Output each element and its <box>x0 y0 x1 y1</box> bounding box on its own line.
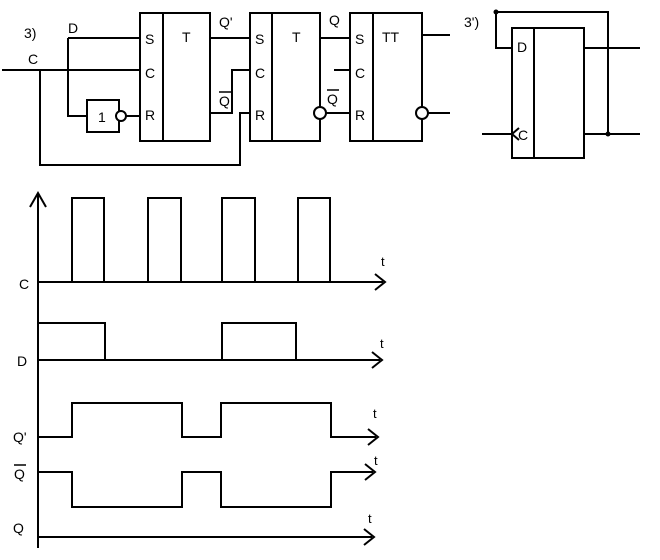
ff1-q-prime-label: Q' <box>219 14 233 30</box>
vertical-axis-arrow <box>29 190 47 208</box>
q-prime-waveform <box>38 402 376 438</box>
d-waveform <box>38 322 297 360</box>
signal-label-q-prime: Q' <box>13 429 27 445</box>
flip-flop-3 <box>349 12 423 142</box>
signal-label-q-bar: Q <box>14 466 25 482</box>
q-time-label: t <box>368 511 372 526</box>
ff2-q-label: Q <box>329 12 340 28</box>
ff1-pin-c: C <box>145 65 155 81</box>
input-c-label: C <box>28 51 38 67</box>
signal-label-c: C <box>19 276 29 292</box>
q-bar-axis-arrow <box>364 463 377 481</box>
signal-label-d: D <box>17 353 27 369</box>
ff1-pin-r: R <box>145 107 155 123</box>
junction-dot-top <box>493 9 499 15</box>
ff1-pin-s: S <box>145 31 154 47</box>
flip-flop-1 <box>139 12 211 142</box>
junction-dot <box>605 131 611 137</box>
c-axis-arrow <box>374 273 387 291</box>
c-time-label: t <box>381 254 385 269</box>
input-d-label: D <box>68 20 78 36</box>
d-axis-arrow <box>371 351 384 369</box>
c-feedback-wire <box>39 70 250 166</box>
c-waveform <box>71 197 331 282</box>
ff3-pin-s: S <box>355 31 364 47</box>
ff1-qbar-wire <box>210 69 250 114</box>
ff2-qbar-label: Q <box>327 91 338 107</box>
q-axis-arrow <box>363 528 376 546</box>
alt-circuit: 3') D C <box>464 9 640 159</box>
q-bar-time-label: t <box>374 453 378 468</box>
d-to-inverter-wire <box>67 38 87 117</box>
ff3-pin-c: C <box>355 65 365 81</box>
ff2-pin-r: R <box>255 107 265 123</box>
inverter-label: 1 <box>98 109 106 125</box>
q-prime-time-label: t <box>373 406 377 421</box>
inverter-bubble <box>115 110 127 122</box>
q-prime-axis-arrow <box>367 428 380 446</box>
inverter-gate <box>86 99 120 133</box>
ff2-pin-c: C <box>255 65 265 81</box>
d-ff-pin-c: C <box>518 127 528 143</box>
d-ff-pin-d: D <box>517 39 527 55</box>
signal-label-q: Q <box>13 520 24 536</box>
ff3-type-label: TT <box>382 29 400 45</box>
ff3-pin-r: R <box>355 107 365 123</box>
variant-label: 3) <box>24 25 36 41</box>
flip-flop-2 <box>249 12 321 142</box>
timing-diagram: C t D t Q' t Q t Q t <box>13 190 387 548</box>
alt-variant-label: 3') <box>464 14 479 30</box>
ff1-qbar-label: Q <box>219 93 230 109</box>
ff2-type-label: T <box>292 29 301 45</box>
logic-circuit: 3) D C 1 S C R T Q' Q S C R T Q <box>2 12 450 166</box>
ff2-pin-s: S <box>255 31 264 47</box>
d-flip-flop <box>511 27 585 159</box>
d-time-label: t <box>380 336 384 351</box>
ff2-output-bubble <box>313 106 327 120</box>
ff1-type-label: T <box>182 29 191 45</box>
ff3-output-bubble <box>415 106 429 120</box>
q-bar-waveform <box>38 471 373 508</box>
